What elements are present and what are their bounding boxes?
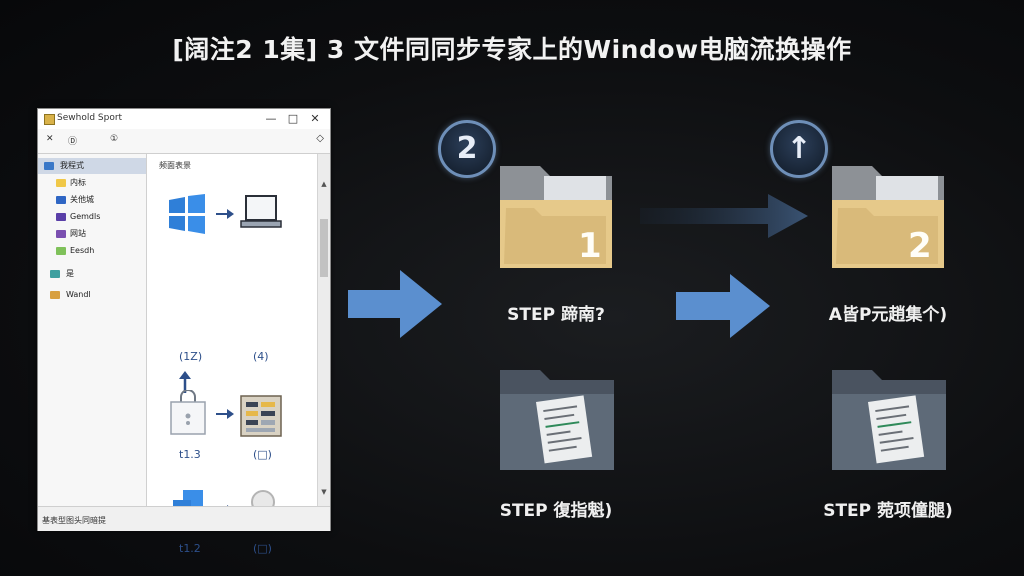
nav-item-gemdls[interactable]: Gemdls (38, 209, 146, 225)
nav-item-label: Gemdls (70, 212, 101, 221)
item-caption: (□) (253, 542, 272, 555)
toolbar: ✕ Ⓓ ① ◇ (38, 129, 330, 154)
app-icon (56, 213, 66, 221)
scroll-up-arrow[interactable]: ▲ (321, 180, 327, 188)
item-caption: (4) (253, 350, 269, 363)
navigation-pane: 我程式 内标 关他城 Gemdls 网站 Eesdh 是 Wandl (38, 154, 147, 506)
item-caption: (1Z) (179, 350, 203, 363)
scroll-down-arrow[interactable]: ▼ (321, 488, 327, 496)
folder-number: 1 (578, 226, 602, 266)
explorer-window: Sewhold Sport — □ ✕ ✕ Ⓓ ① ◇ 我程式 内标 关他城 G… (37, 108, 331, 555)
arrow-right-icon (216, 409, 234, 419)
nav-item-label: Wandl (66, 290, 91, 299)
status-text: 基表型图头同暗提 (42, 516, 106, 525)
toolbar-cut-button[interactable]: ✕ (46, 134, 54, 144)
nav-item-label: 我程式 (60, 161, 84, 170)
close-button[interactable]: ✕ (310, 112, 320, 125)
scroll-thumb[interactable] (320, 219, 328, 277)
step-badge-2: 2 (438, 120, 496, 178)
folder-icon[interactable] (496, 160, 618, 272)
nav-item-city[interactable]: 关他城 (38, 192, 146, 208)
toolbar-options-button[interactable]: ◇ (316, 133, 324, 144)
nav-item-programs[interactable]: 我程式 (38, 158, 146, 174)
nav-item-label: 网站 (70, 229, 86, 238)
laptop-icon[interactable] (239, 194, 283, 232)
nav-item-wandl[interactable]: Wandl (38, 287, 146, 303)
maximize-button[interactable]: □ (287, 112, 299, 125)
document-folder-icon[interactable] (496, 364, 620, 474)
vertical-scrollbar[interactable]: ▲ ▼ (317, 154, 330, 506)
app-icon (44, 114, 55, 125)
nav-item-folder[interactable]: 内标 (38, 175, 146, 191)
nav-item-label: Eesdh (70, 246, 95, 255)
settings-panel-icon[interactable] (239, 394, 283, 438)
step-label-top-left: STEP 蹄南? (507, 305, 605, 325)
computer-icon (44, 162, 54, 170)
item-caption: t1.3 (179, 448, 201, 461)
item-caption: t1.2 (179, 542, 201, 555)
step-label-bottom-right: STEP 菀项僮腿) (823, 501, 953, 521)
grid-icon (50, 291, 60, 299)
windows-logo-icon[interactable] (167, 194, 207, 234)
toolbar-info-button[interactable]: ① (110, 134, 119, 144)
flow-arrow-right-icon (348, 270, 442, 338)
folder-icon (56, 179, 66, 187)
nav-item-eesdh[interactable]: Eesdh (38, 243, 146, 259)
document-folder-icon[interactable] (828, 364, 952, 474)
window-title: Sewhold Sport (57, 113, 123, 123)
page-title: [阔注2 1集] 3 文件同同步专家上的Window电脑流换操作 (172, 35, 852, 64)
globe-icon (56, 230, 66, 238)
drive-icon (56, 196, 66, 204)
window-titlebar[interactable]: Sewhold Sport — □ ✕ (38, 109, 330, 130)
content-header: 频面表景 (159, 161, 191, 170)
nav-item-label: 是 (66, 269, 74, 278)
nav-item-label: 内标 (70, 178, 86, 187)
nav-item-label: 关他城 (70, 195, 94, 204)
flow-arrow-right-icon (676, 274, 770, 338)
step-badge-upload: ↑ (770, 120, 828, 178)
lock-icon[interactable] (169, 390, 207, 436)
arrow-right-icon (216, 209, 234, 219)
folder-icon[interactable] (828, 160, 950, 272)
step-label-bottom-left: STEP 復指魁) (499, 501, 613, 521)
step-label-top-right: A皆P元趙集个) (828, 305, 948, 325)
toolbar-share-button[interactable]: Ⓓ (68, 137, 78, 147)
status-bar: 基表型图头同暗提 (38, 506, 330, 531)
nav-item-network[interactable]: 是 (38, 266, 146, 282)
content-pane: 频面表景 (1Z) (4) (147, 154, 317, 555)
transfer-arrow-icon (640, 194, 808, 238)
item-caption: (□) (253, 448, 272, 461)
folder-number: 2 (908, 226, 932, 266)
minimize-button[interactable]: — (265, 112, 277, 125)
network-icon (50, 270, 60, 278)
nav-item-website[interactable]: 网站 (38, 226, 146, 242)
folder-icon (56, 247, 66, 255)
